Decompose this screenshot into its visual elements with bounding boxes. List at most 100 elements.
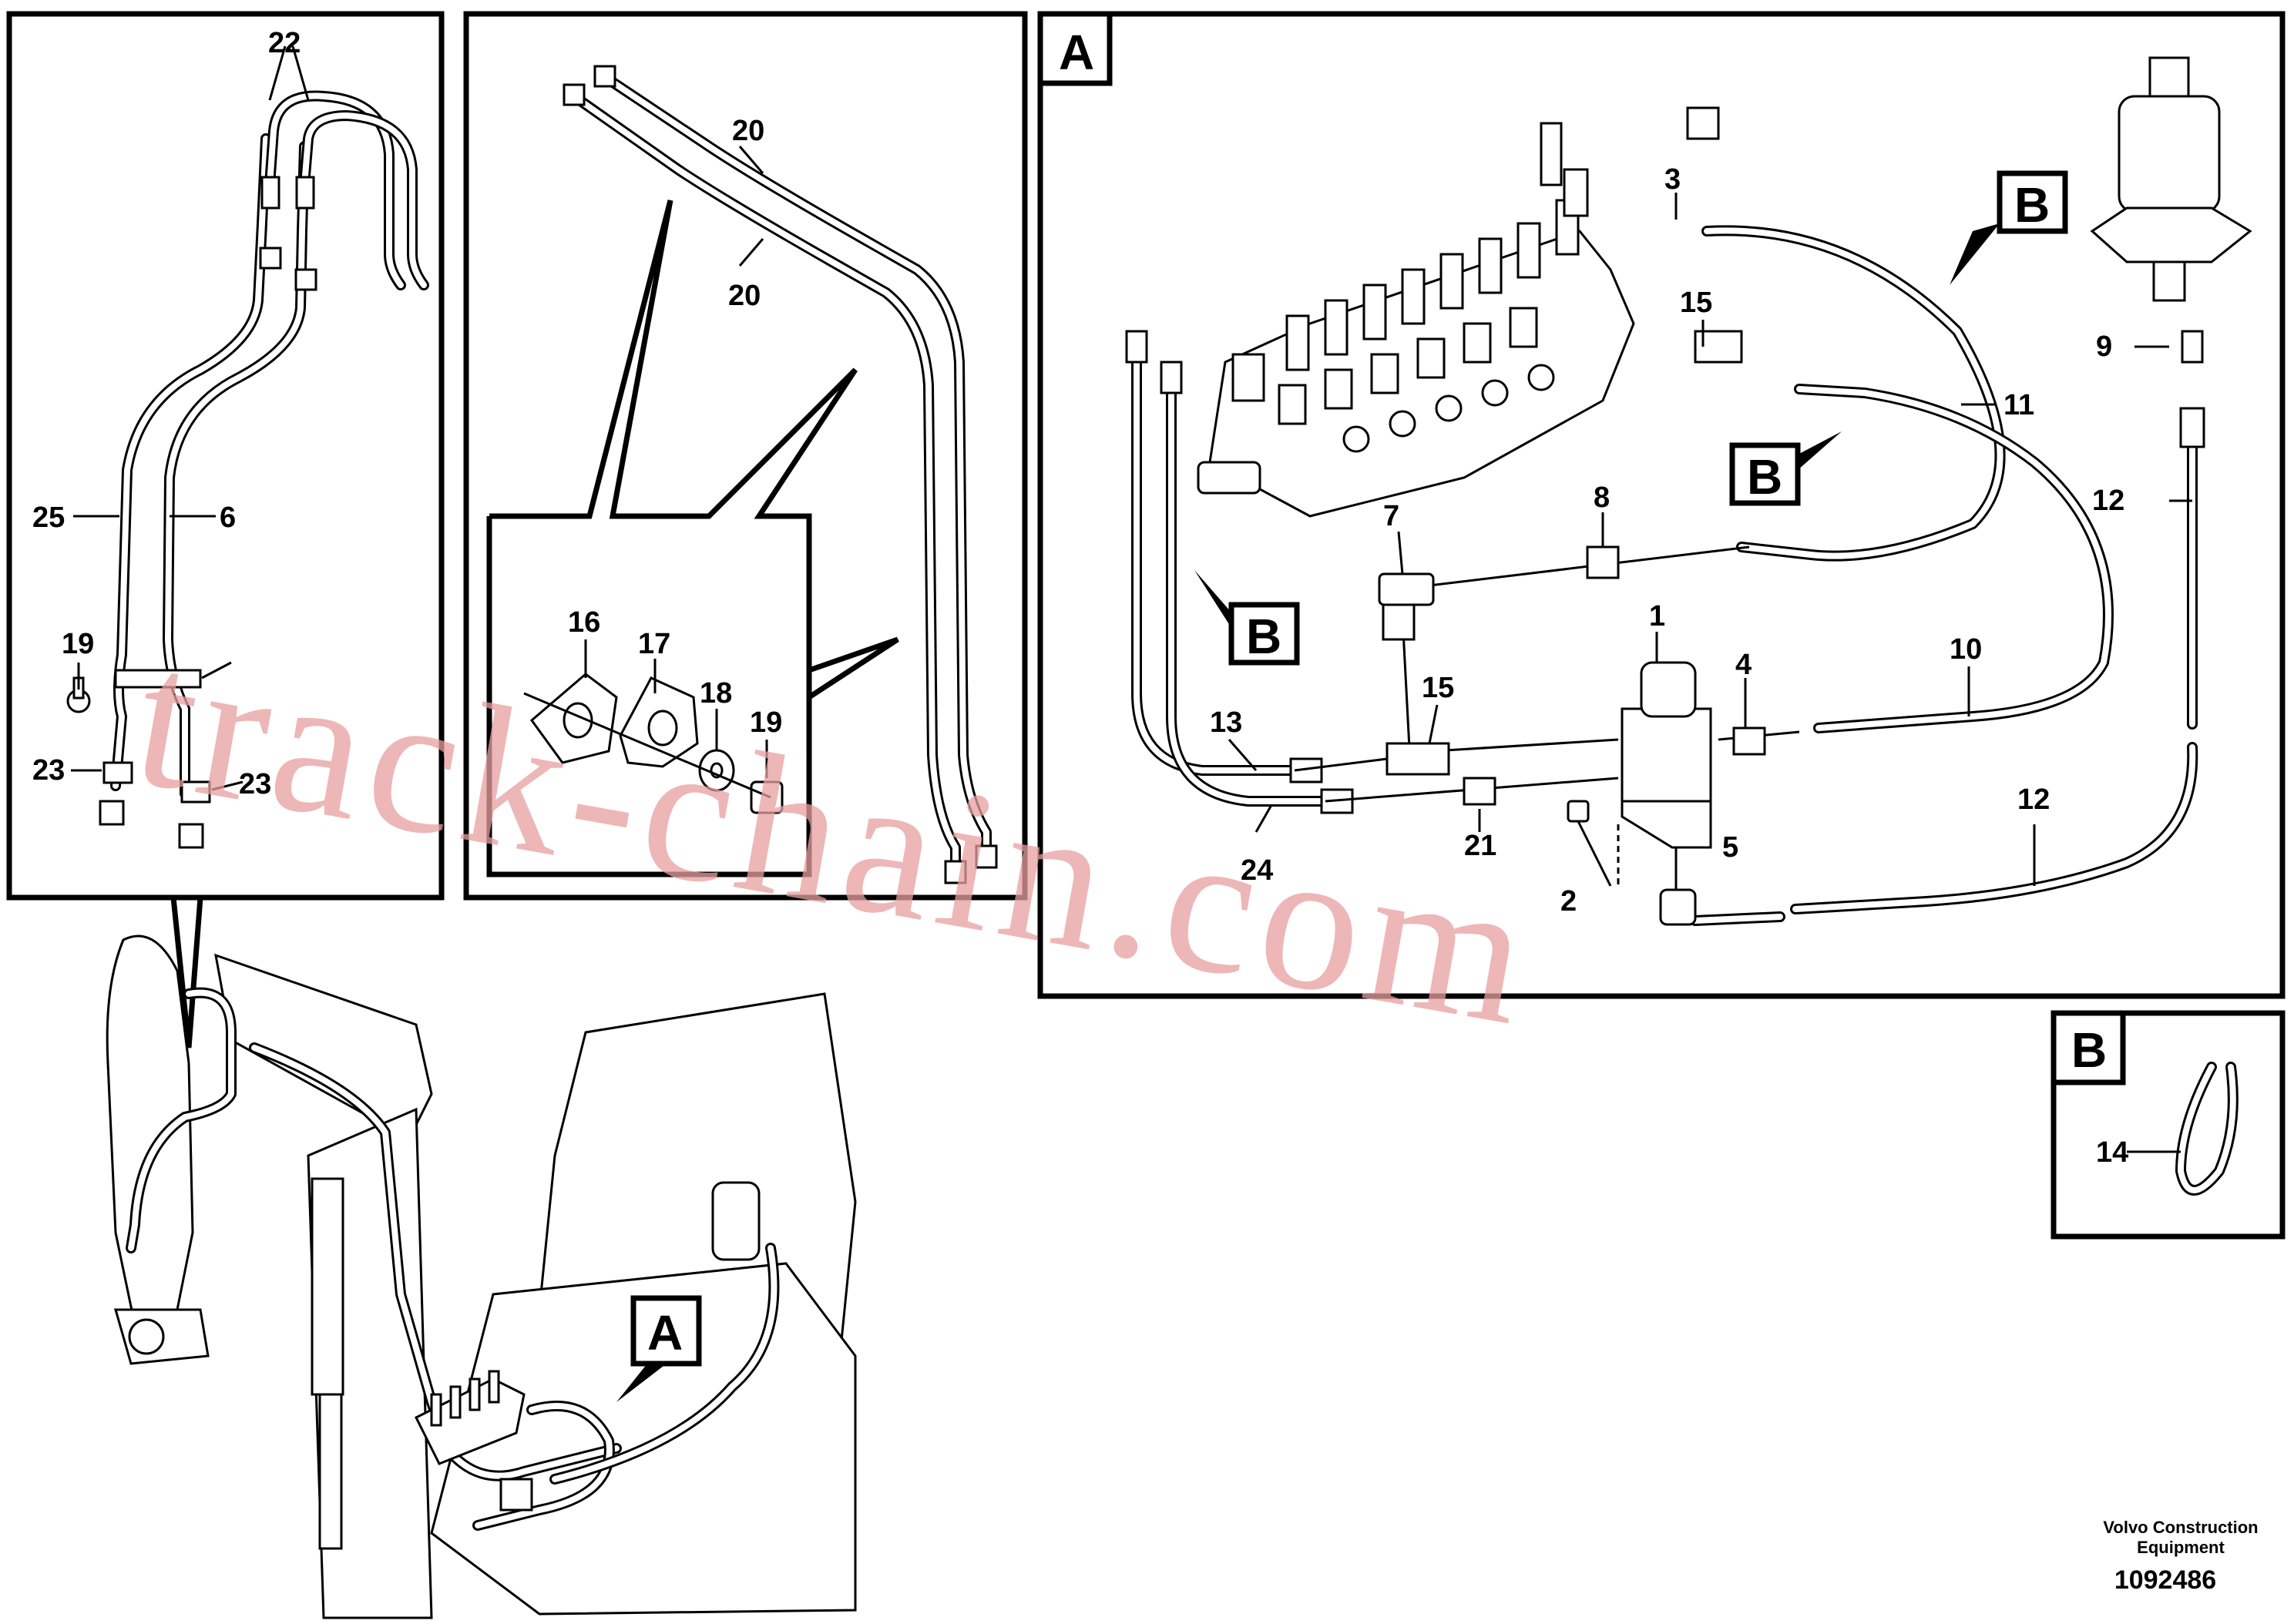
pipe-clamp bbox=[114, 669, 202, 689]
panel-boom-pipes: 22 25 6 19 23 23 bbox=[6, 11, 445, 1049]
label-part-20-bottom: 20 bbox=[728, 280, 761, 312]
footer-company-line1: Volvo Construction bbox=[2103, 1518, 2258, 1537]
callout-b-left bbox=[1228, 602, 1300, 666]
hose-12-lower bbox=[1790, 742, 2198, 914]
arm bbox=[214, 953, 433, 1143]
label-part-5: 5 bbox=[1722, 831, 1738, 864]
hose-24-top-fitting bbox=[1160, 361, 1183, 394]
fitting-hose-22a bbox=[260, 176, 280, 210]
control-valve-spools bbox=[1197, 122, 1589, 495]
solenoid-valve-coil bbox=[1640, 661, 1697, 718]
callout-b-mid-arrow bbox=[1798, 431, 1842, 470]
clamp-plate-16-hole bbox=[563, 702, 593, 739]
hose-12-fitting-top bbox=[2179, 407, 2205, 448]
callout-b-top bbox=[1997, 170, 2068, 234]
elbow-7 bbox=[1378, 572, 1435, 606]
clamp-parts-pointer bbox=[808, 636, 899, 700]
tee-15-bottom bbox=[1385, 742, 1450, 776]
panel-detail-a: A bbox=[1037, 11, 2286, 999]
nut-23-right bbox=[180, 780, 211, 804]
label-part-20-top: 20 bbox=[732, 115, 764, 147]
coupling-6 bbox=[178, 823, 204, 849]
panel-detail-b-frame bbox=[2050, 1010, 2286, 1240]
solenoid-valve-base bbox=[1621, 800, 1712, 849]
label-part-13: 13 bbox=[1210, 706, 1242, 739]
label-part-9: 9 bbox=[2096, 331, 2112, 363]
label-part-12-lower: 12 bbox=[2017, 783, 2050, 816]
coupling-25 bbox=[99, 800, 125, 826]
hose-13-top-fitting bbox=[1125, 330, 1148, 364]
panel-detail-a-frame bbox=[1037, 11, 2286, 999]
callout-b-top-letter: B bbox=[2014, 177, 2050, 233]
fitting-pipe-20b-bottom bbox=[975, 844, 998, 869]
label-part-1: 1 bbox=[1649, 600, 1665, 632]
solenoid-valve-body bbox=[1621, 707, 1712, 803]
machine-overview: A bbox=[106, 934, 857, 1619]
label-part-24: 24 bbox=[1241, 854, 1273, 887]
rotary-joint bbox=[2090, 56, 2252, 302]
adapter-8 bbox=[1586, 545, 1620, 579]
detail-b-letter-box bbox=[2050, 1010, 2126, 1085]
adapter-21 bbox=[1463, 777, 1496, 806]
clamp-plate-17-hole bbox=[647, 710, 678, 747]
fitting-pipe-20a-bottom bbox=[944, 860, 967, 884]
label-part-21: 21 bbox=[1464, 830, 1496, 862]
upper-structure bbox=[430, 1262, 857, 1616]
label-part-15-bottom: 15 bbox=[1422, 672, 1454, 704]
footer-company-line2: Equipment bbox=[2137, 1538, 2225, 1557]
callout-b-left-arrow bbox=[1194, 570, 1231, 628]
label-part-8: 8 bbox=[1594, 481, 1610, 514]
rotary-joint-small bbox=[711, 1181, 761, 1261]
label-part-12-upper: 12 bbox=[2092, 485, 2124, 517]
label-part-10: 10 bbox=[1950, 633, 1982, 666]
label-part-23-left: 23 bbox=[32, 754, 65, 787]
bolt-2 bbox=[1567, 800, 1590, 823]
footer: Volvo Construction Equipment 1092486 bbox=[2103, 1518, 2258, 1595]
panel-detail-b: B 14 bbox=[2050, 1010, 2286, 1240]
panel-boom-pipes-pointer bbox=[170, 897, 203, 1049]
rotary-joint-flange bbox=[2090, 206, 2252, 263]
label-part-3: 3 bbox=[1664, 163, 1681, 196]
adapter-3 bbox=[1686, 106, 1720, 140]
label-part-17: 17 bbox=[638, 628, 670, 660]
callout-b-mid bbox=[1729, 442, 1801, 506]
boom bbox=[106, 934, 194, 1332]
overview-a-arrow bbox=[616, 1364, 667, 1402]
label-part-25: 25 bbox=[32, 502, 65, 534]
elbow-5 bbox=[1659, 888, 1697, 926]
callout-b-top-arrow bbox=[1950, 223, 2000, 285]
adapter-4 bbox=[1732, 726, 1766, 756]
fitting-pipe-20b-top bbox=[593, 65, 616, 88]
panel-boom-pipes-frame bbox=[6, 11, 445, 901]
overview-a-letter: A bbox=[647, 1305, 683, 1361]
fitting-pipe-20a-top bbox=[563, 83, 586, 106]
label-part-15-top: 15 bbox=[1680, 287, 1712, 319]
label-part-18: 18 bbox=[700, 677, 732, 710]
elbow-7-leg bbox=[1382, 603, 1416, 641]
boom-pin bbox=[128, 1318, 165, 1355]
label-part-19-clamp: 19 bbox=[750, 706, 782, 739]
control-valve bbox=[1197, 122, 1635, 518]
rotary-joint-body bbox=[2118, 95, 2221, 213]
label-part-11: 11 bbox=[2003, 389, 2034, 421]
label-part-19-left: 19 bbox=[62, 628, 94, 660]
panel-arm-pipes-frame bbox=[463, 11, 1028, 901]
label-part-22: 22 bbox=[268, 27, 301, 59]
callout-b-left-letter: B bbox=[1246, 609, 1281, 664]
label-part-4: 4 bbox=[1735, 649, 1752, 681]
label-part-7: 7 bbox=[1383, 500, 1399, 532]
label-part-16: 16 bbox=[568, 606, 600, 639]
detail-a-letter-box bbox=[1037, 11, 1113, 86]
clamp-parts-inset bbox=[486, 200, 858, 877]
boom-cylinder-rod bbox=[318, 1393, 343, 1550]
adapter-9 bbox=[2181, 330, 2204, 364]
label-part-6: 6 bbox=[220, 502, 236, 534]
nut-pipe-25-top bbox=[259, 247, 282, 270]
detail-a-letter: A bbox=[1059, 25, 1094, 80]
rotary-joint-port bbox=[2152, 260, 2186, 302]
overview-control-valve bbox=[414, 1370, 526, 1465]
detail-b-letter: B bbox=[2071, 1022, 2107, 1078]
nut-pipe-6-top bbox=[294, 268, 317, 291]
